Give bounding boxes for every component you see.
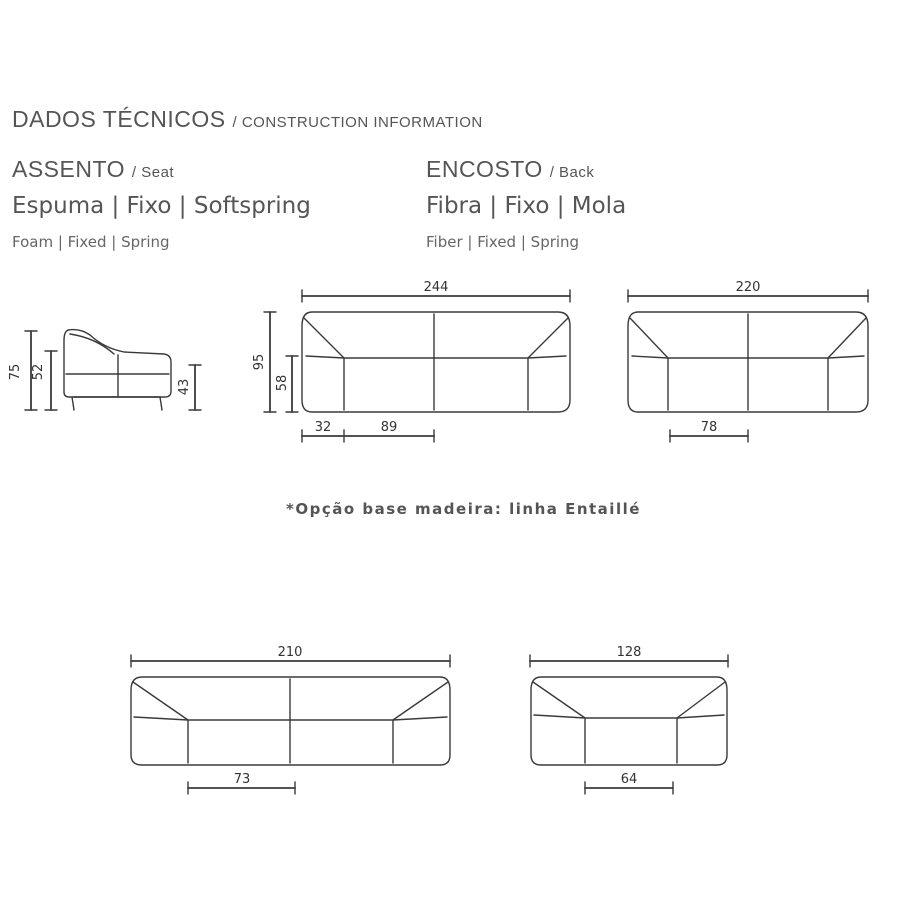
sofa-244-arm-width: 32: [315, 420, 332, 435]
wood-base-note: *Opção base madeira: linha Entaillé: [286, 500, 641, 518]
sofa-128-width: 128: [617, 645, 642, 660]
seat-materials-en: Foam | Fixed | Spring: [12, 233, 170, 251]
back-materials-en: Fiber | Fixed | Spring: [426, 233, 580, 251]
seat-label-en: / Seat: [131, 164, 175, 181]
seat-materials: Espuma | Fixo | Softspring: [12, 193, 311, 219]
sofa-220-drawing: [627, 289, 869, 443]
sofa-244-height-seat: 58: [275, 375, 290, 392]
back-heading: ENCOSTO / Back: [426, 156, 594, 183]
sofa-220-seat-width: 78: [701, 420, 718, 435]
title-subtitle: / CONSTRUCTION INFORMATION: [232, 114, 483, 131]
side-view-drawing: [24, 328, 202, 411]
side-height-total: 75: [8, 364, 23, 381]
sofa-244-width: 244: [424, 280, 449, 295]
seat-label: ASSENTO: [12, 156, 125, 182]
sofa-128-seat-width: 64: [621, 772, 638, 787]
sofa-220-width: 220: [736, 280, 761, 295]
side-height-seat: 52: [31, 364, 46, 381]
back-materials: Fibra | Fixo | Mola: [426, 193, 627, 219]
sofa-128-drawing: [529, 654, 729, 795]
sofa-210-drawing: [130, 654, 451, 795]
sofa-210-width: 210: [278, 645, 303, 660]
sofa-210-seat-width: 73: [234, 772, 251, 787]
sofa-244-height-total: 95: [252, 354, 267, 371]
back-label-en: / Back: [549, 164, 595, 181]
sofa-244-seat-width: 89: [381, 420, 398, 435]
page-title: DADOS TÉCNICOS / CONSTRUCTION INFORMATIO…: [12, 106, 483, 133]
back-label: ENCOSTO: [426, 156, 543, 182]
title-main: DADOS TÉCNICOS: [12, 106, 226, 132]
seat-heading: ASSENTO / Seat: [12, 156, 174, 183]
sofa-244-drawing: [263, 289, 571, 443]
side-height-arm: 43: [177, 379, 192, 396]
